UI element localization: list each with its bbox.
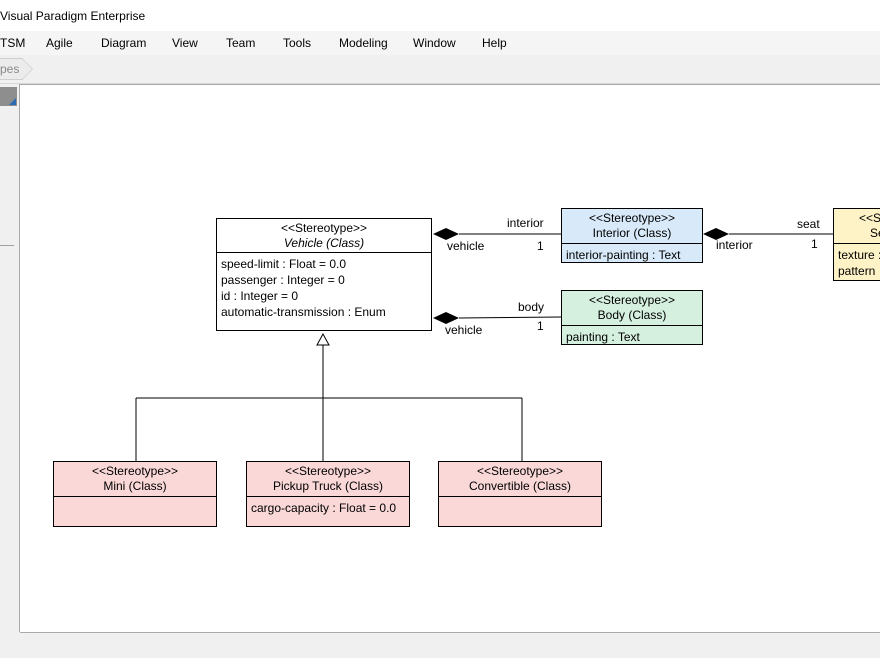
menu-item-tools[interactable]: Tools	[283, 36, 312, 50]
class-header: <<Stereotype>> Vehicle (Class)	[217, 221, 431, 253]
generalization-arrow-icon	[316, 332, 330, 346]
menu-item-diagram[interactable]: Diagram	[101, 36, 147, 50]
multiplicity-label: 1	[537, 239, 544, 253]
breadcrumb-arrow-inner	[22, 59, 32, 79]
title-bar: Visual Paradigm Enterprise	[0, 0, 880, 31]
stereotype-label: <<Stereotype>>	[91, 464, 179, 478]
composition-diamond-icon	[703, 228, 729, 240]
class-interior[interactable]: <<Stereotype>> Interior (Class) interior…	[561, 208, 703, 263]
attribute[interactable]: cargo-capacity : Float = 0.0	[251, 501, 397, 515]
association-vehicle-body[interactable]	[458, 316, 562, 319]
attribute[interactable]: interior-painting : Text	[566, 248, 681, 262]
role-label-vehicle: vehicle	[447, 239, 485, 253]
attribute[interactable]: automatic-transmission : Enum	[221, 305, 386, 319]
menu-item-modeling[interactable]: Modeling	[339, 36, 388, 50]
breadcrumb-item[interactable]: pes	[0, 58, 23, 80]
class-header: <<Stereotype>> Mini (Class)	[54, 464, 216, 497]
window-title: Visual Paradigm Enterprise	[0, 9, 146, 23]
role-label-vehicle: vehicle	[445, 323, 483, 337]
attribute-compartment: texture : pattern	[834, 244, 880, 279]
class-name: Vehicle (Class)	[283, 236, 365, 250]
panel-toggle-button[interactable]	[0, 87, 17, 106]
class-name: Pickup Truck (Class)	[272, 479, 384, 493]
menu-item-agile[interactable]: Agile	[46, 36, 73, 50]
attribute-compartment: cargo-capacity : Float = 0.0	[247, 497, 409, 516]
attribute[interactable]: texture :	[838, 248, 880, 262]
diagram-canvas[interactable]: <<Stereotype>> Vehicle (Class) speed-lim…	[20, 84, 880, 633]
menu-item-view[interactable]: View	[172, 36, 198, 50]
role-label-interior: interior	[716, 238, 753, 252]
composition-diamond-icon	[433, 228, 459, 240]
multiplicity-label: 1	[537, 319, 544, 333]
class-header: <<Stereotype>> Body (Class)	[562, 293, 702, 326]
class-header: <<Stereotype>> Interior (Class)	[562, 211, 702, 244]
stereotype-label: <<Stereotype>>	[284, 464, 372, 478]
class-seat[interactable]: <<S Se texture : pattern	[833, 208, 880, 281]
menu-item-window[interactable]: Window	[413, 36, 456, 50]
stereotype-label: <<Stereotype>>	[476, 464, 564, 478]
class-header: <<Stereotype>> Convertible (Class)	[439, 464, 601, 497]
stereotype-label: <<Stereotype>>	[588, 211, 676, 225]
menu-item-help[interactable]: Help	[482, 36, 507, 50]
class-pickup-truck[interactable]: <<Stereotype>> Pickup Truck (Class) carg…	[246, 461, 410, 527]
corner-triangle-icon	[9, 98, 16, 105]
class-name: Body (Class)	[597, 308, 667, 322]
role-label-body: body	[518, 300, 545, 314]
class-mini[interactable]: <<Stereotype>> Mini (Class)	[53, 461, 217, 527]
menu-item-team[interactable]: Team	[226, 36, 256, 50]
connector-layer	[135, 228, 833, 461]
role-label-seat: seat	[797, 217, 820, 231]
attribute[interactable]: speed-limit : Float = 0.0	[221, 257, 347, 271]
composition-diamond-icon	[433, 312, 459, 324]
status-bar	[0, 633, 880, 658]
class-header: <<Stereotype>> Pickup Truck (Class)	[247, 464, 409, 497]
attribute-compartment: interior-painting : Text	[562, 244, 702, 263]
role-label-interior: interior	[507, 216, 544, 230]
panel-divider	[0, 245, 14, 246]
class-vehicle[interactable]: <<Stereotype>> Vehicle (Class) speed-lim…	[216, 218, 432, 331]
class-name: Se	[870, 226, 880, 240]
attribute[interactable]: passenger : Integer = 0	[221, 273, 345, 287]
class-name: Mini (Class)	[103, 479, 167, 493]
menu-item-tsm[interactable]: TSM	[0, 36, 26, 50]
attribute-compartment: speed-limit : Float = 0.0 passenger : In…	[217, 253, 431, 320]
class-body[interactable]: <<Stereotype>> Body (Class) painting : T…	[561, 290, 703, 345]
left-panel	[0, 84, 20, 632]
class-header: <<S Se	[834, 211, 880, 244]
attribute[interactable]: pattern	[838, 264, 876, 278]
stereotype-label: <<S	[859, 211, 880, 225]
class-name: Interior (Class)	[592, 226, 672, 240]
class-convertible[interactable]: <<Stereotype>> Convertible (Class)	[438, 461, 602, 527]
menu-bar: TSM Agile Diagram View Team Tools Modeli…	[0, 31, 880, 55]
stereotype-label: <<Stereotype>>	[588, 293, 676, 307]
class-name: Convertible (Class)	[468, 479, 572, 493]
attribute[interactable]: painting : Text	[566, 330, 640, 344]
multiplicity-label: 1	[811, 237, 818, 251]
attribute-compartment: painting : Text	[562, 326, 702, 345]
stereotype-label: <<Stereotype>>	[280, 221, 368, 235]
breadcrumb: pes	[0, 55, 880, 84]
attribute[interactable]: id : Integer = 0	[221, 289, 299, 303]
